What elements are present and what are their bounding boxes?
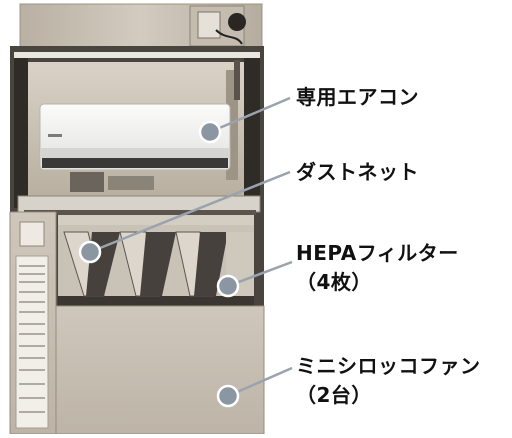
label-dust-net-text: ダストネット	[296, 160, 419, 184]
label-sirocco-fan-text: ミニシロッコファン	[296, 354, 481, 378]
label-hepa-filter-count: （4枚）	[296, 270, 372, 294]
marker-fan	[216, 384, 240, 408]
label-hepa-filter-text: HEPAフィルター	[296, 241, 459, 265]
marker-hepa	[216, 274, 240, 298]
leader-line-hepa	[227, 260, 293, 288]
hepa-filters	[63, 231, 254, 297]
label-sirocco-fan-count: （2台）	[296, 383, 372, 407]
leader-line-fan	[227, 366, 293, 398]
label-dust-net: ダストネット	[296, 158, 419, 187]
label-sirocco-fan: ミニシロッコファン （2台）	[296, 352, 481, 410]
marker-dust-net	[78, 240, 102, 264]
top-duct	[19, 3, 263, 51]
leader-line-dust-net	[89, 170, 291, 254]
air-conditioner	[39, 103, 231, 192]
label-aircon-text: 専用エアコン	[296, 85, 419, 109]
leader-line-aircon	[209, 96, 291, 134]
label-aircon: 専用エアコン	[296, 83, 419, 112]
label-hepa-filter: HEPAフィルター （4枚）	[296, 239, 459, 297]
marker-aircon	[198, 120, 222, 144]
leader-lines	[89, 96, 293, 398]
